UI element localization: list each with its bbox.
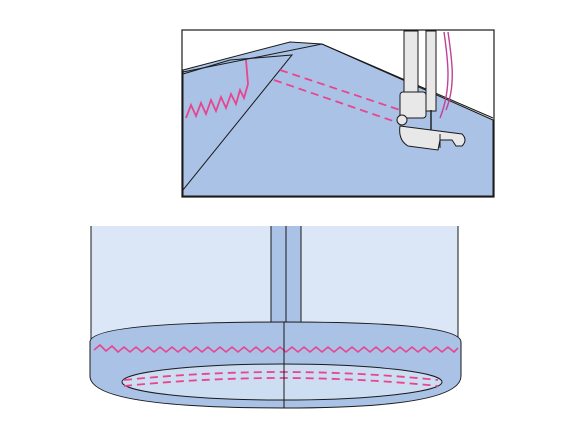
zigzag-stitch-top [185,59,249,119]
top-panel [181,29,495,198]
straight-stitch-line-2 [273,79,397,123]
presser-foot [396,30,466,151]
presser-bar [403,30,419,102]
foot-screw [396,114,408,126]
hem-opening [121,363,443,401]
needle-bar [425,30,437,112]
hem-stitch-line-1 [123,371,439,381]
fabric-folded-layer [182,54,294,192]
presser-foot-sole [399,125,466,151]
hem-stitch-line-2 [123,377,439,387]
zigzag-stitch-hem [93,343,459,354]
bottom-panel [89,226,462,409]
straight-stitch-line-1 [279,69,401,111]
thread [439,31,453,119]
foot-holder [399,91,427,119]
